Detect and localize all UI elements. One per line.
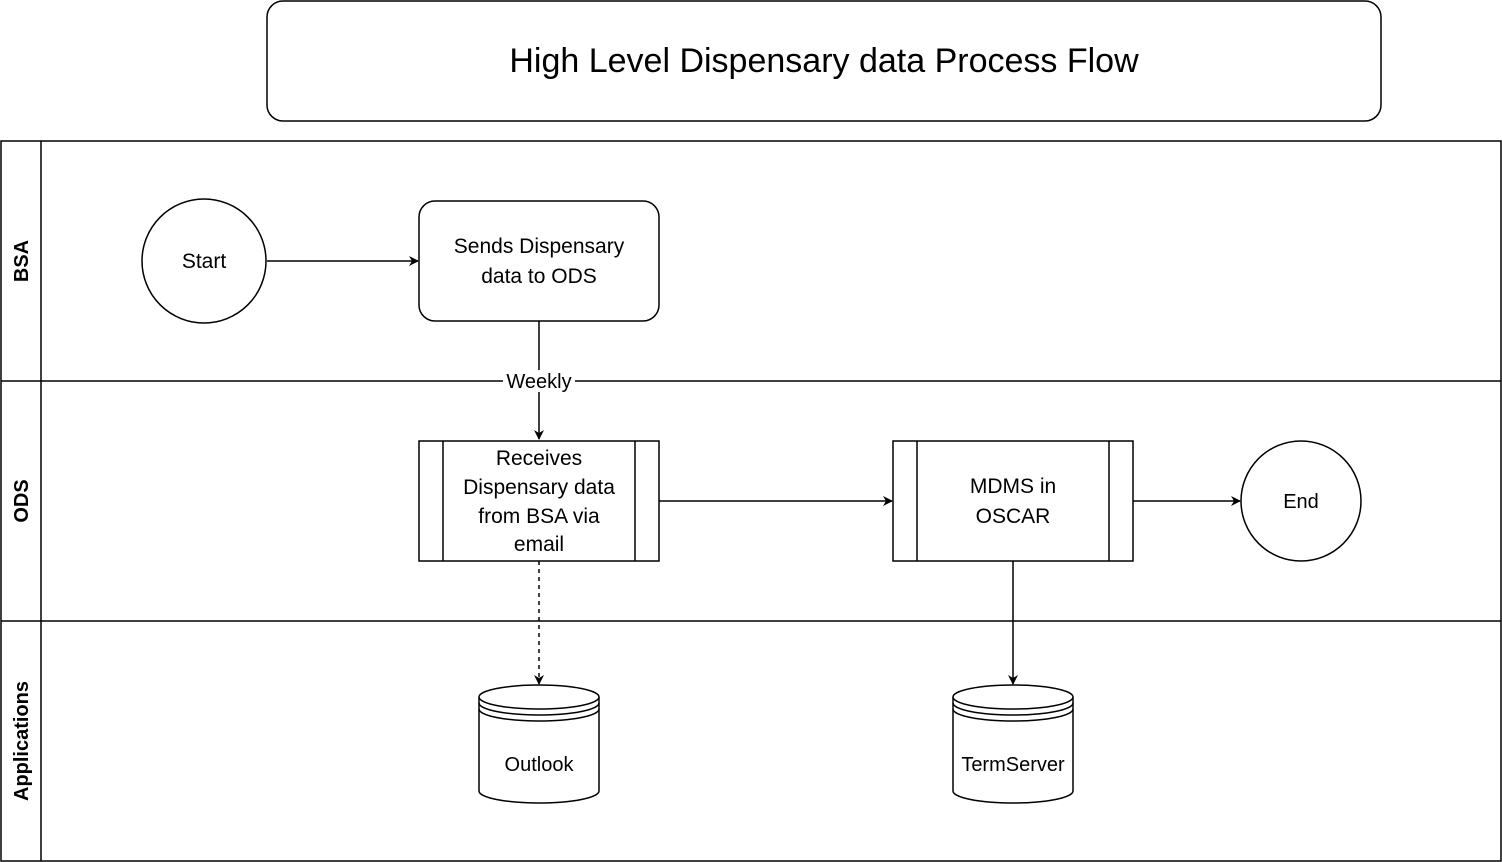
mdms-label-line-1: MDMS in: [970, 475, 1056, 498]
end-label: End: [1283, 491, 1319, 513]
termserver-database-node: TermServer: [952, 684, 1074, 804]
receives-label-line-1: Receives: [496, 447, 582, 470]
title-box: High Level Dispensary data Process Flow: [266, 0, 1382, 122]
sends-dispensary-node: Sends Dispensary data to ODS: [418, 200, 660, 322]
mdms-oscar-node: MDMS in OSCAR: [892, 440, 1134, 562]
receives-label-line-4: email: [514, 533, 564, 556]
termserver-label: TermServer: [961, 754, 1065, 776]
sends-label-line-2: data to ODS: [481, 265, 597, 288]
diagram-title: High Level Dispensary data Process Flow: [509, 42, 1139, 80]
outlook-label: Outlook: [505, 754, 575, 776]
mdms-label-line-2: OSCAR: [976, 505, 1051, 528]
outlook-database-node: Outlook: [478, 684, 600, 804]
receives-label-line-3: from BSA via: [478, 505, 600, 528]
receives-dispensary-node: Receives Dispensary data from BSA via em…: [418, 440, 660, 562]
lane-label-ods: ODS: [11, 479, 33, 522]
start-node: Start: [141, 198, 267, 324]
end-node: End: [1240, 440, 1362, 562]
sends-label-line-1: Sends Dispensary: [454, 235, 625, 258]
start-label: Start: [182, 250, 227, 273]
edge-label-weekly: Weekly: [503, 370, 575, 393]
lane-label-applications: Applications: [11, 681, 33, 801]
receives-label-line-2: Dispensary data: [463, 476, 615, 499]
weekly-label: Weekly: [506, 371, 571, 393]
lane-label-bsa: BSA: [11, 240, 33, 282]
swimlane-pool: [0, 140, 1502, 862]
